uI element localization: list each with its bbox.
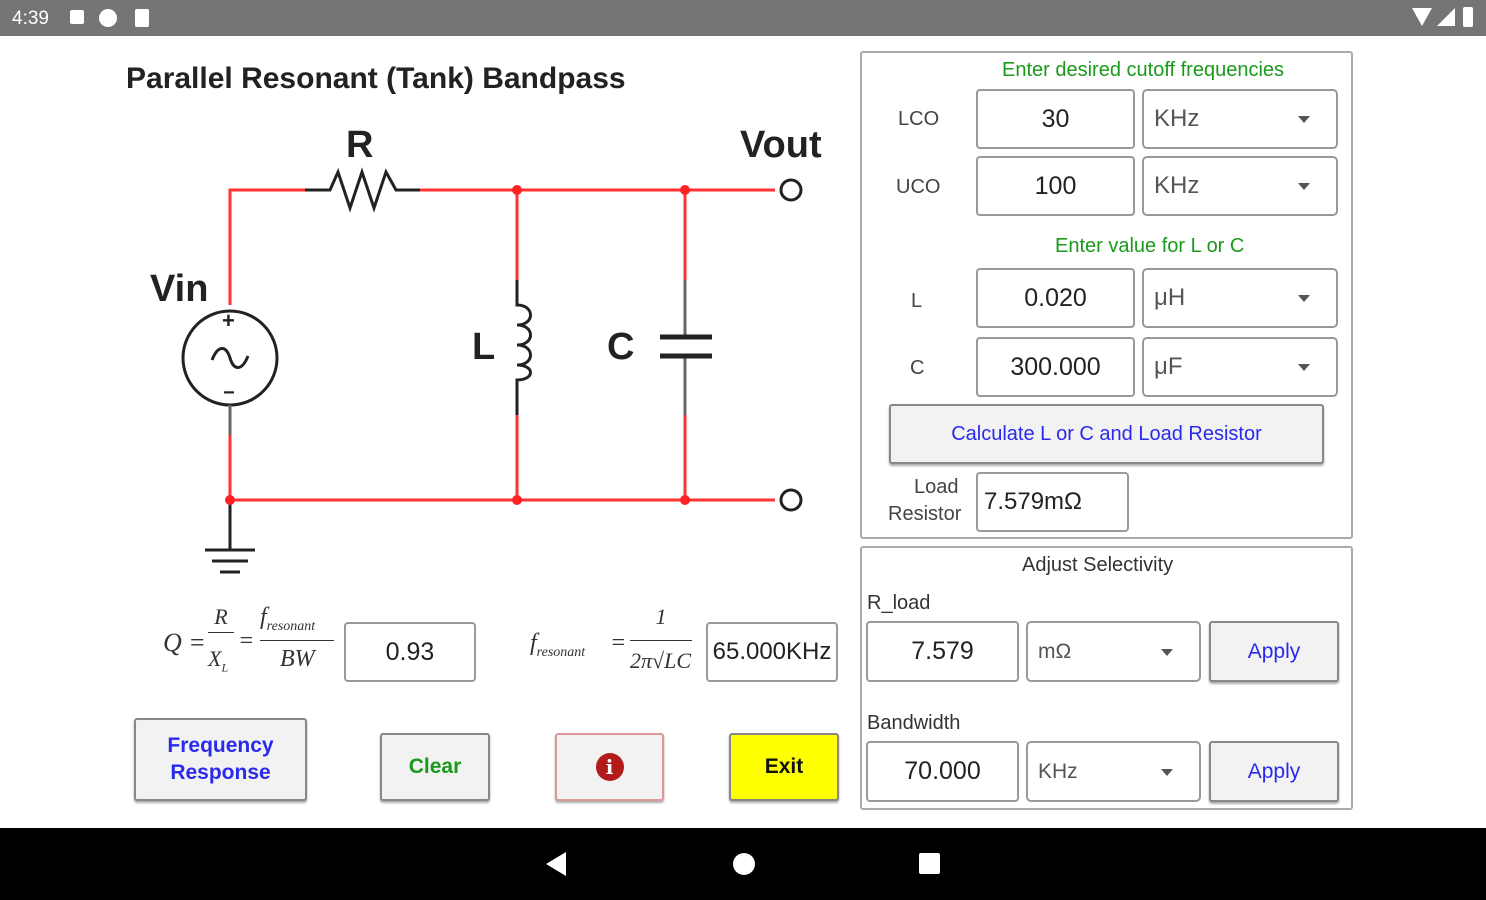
- q-bw: BW: [280, 646, 315, 672]
- selectivity-panel: [860, 546, 1353, 810]
- lco-unit-select[interactable]: KHz: [1142, 89, 1338, 149]
- chevron-down-icon: [1298, 295, 1310, 302]
- c-unit-select[interactable]: μF: [1142, 337, 1338, 397]
- q-value-field[interactable]: 0.93: [344, 622, 476, 682]
- uco-input[interactable]: 100: [976, 156, 1135, 216]
- inductor: [515, 280, 532, 415]
- c-input[interactable]: 300.000: [976, 337, 1135, 397]
- cutoff-header: Enter desired cutoff frequencies: [1002, 59, 1285, 81]
- status-time: 4:39: [12, 8, 49, 29]
- lc-header: Enter value for L or C: [1055, 235, 1245, 257]
- q-f: fresonant: [260, 604, 315, 635]
- vout-label: Vout: [740, 124, 822, 166]
- capacitor: [660, 334, 712, 359]
- calculate-button[interactable]: Calculate L or C and Load Resistor: [889, 404, 1324, 464]
- vout-terminal: [779, 178, 803, 202]
- wifi-icon: [1412, 8, 1432, 26]
- fres-den: 2π√LC: [630, 648, 692, 673]
- ground-terminal: [779, 488, 803, 512]
- load-resistor-field[interactable]: 7.579mΩ: [976, 472, 1129, 532]
- q-f-sub: resonant: [266, 618, 316, 634]
- inductor-label: L: [472, 326, 496, 368]
- home-icon[interactable]: [733, 853, 755, 875]
- fres-eq: =: [610, 630, 627, 656]
- apply-bandwidth-button[interactable]: Apply: [1209, 741, 1339, 802]
- resistor-label: R: [346, 124, 374, 166]
- q-f-text: f: [260, 604, 267, 630]
- chevron-down-icon: [1161, 768, 1173, 776]
- chevron-down-icon: [1298, 364, 1310, 371]
- l-unit: μH: [1154, 284, 1186, 311]
- uco-label: UCO: [896, 176, 941, 198]
- page-title: Parallel Resonant (Tank) Bandpass: [126, 62, 626, 95]
- bandwidth-input[interactable]: 70.000: [866, 741, 1019, 802]
- bandwidth-label: Bandwidth: [867, 712, 961, 734]
- uco-unit-select[interactable]: KHz: [1142, 156, 1338, 216]
- info-button[interactable]: i: [555, 733, 664, 801]
- bandwidth-unit: KHz: [1038, 759, 1078, 783]
- sine-icon: [210, 347, 250, 369]
- circuit-diagram: [181, 167, 803, 574]
- minus-sign: −: [223, 382, 235, 404]
- l-label: L: [911, 290, 923, 312]
- fres-value-field[interactable]: 65.000KHz: [706, 622, 838, 682]
- l-input[interactable]: 0.020: [976, 268, 1135, 328]
- notification-icon: [70, 10, 84, 24]
- fres-f: fresonant: [530, 630, 585, 661]
- exit-button[interactable]: Exit: [729, 733, 839, 801]
- bandwidth-unit-select[interactable]: KHz: [1026, 741, 1201, 802]
- lco-unit: KHz: [1154, 105, 1200, 132]
- l-unit-select[interactable]: μH: [1142, 268, 1338, 328]
- resistor: [305, 167, 420, 213]
- vin-label: Vin: [150, 268, 209, 310]
- chevron-down-icon: [1161, 648, 1173, 656]
- ground-icon: [205, 548, 255, 574]
- wire: [228, 188, 305, 305]
- signal-icon: [1437, 8, 1455, 26]
- q-xl: XL: [208, 646, 228, 675]
- fres-f-sub: resonant: [536, 644, 586, 660]
- battery-icon: [1463, 7, 1473, 27]
- info-icon: i: [595, 753, 624, 781]
- lco-label: LCO: [898, 108, 940, 130]
- sd-card-icon: [135, 9, 149, 27]
- chevron-down-icon: [1298, 116, 1310, 123]
- rload-unit-select[interactable]: mΩ: [1026, 621, 1201, 682]
- load-label-1: Load: [914, 476, 959, 498]
- lco-input[interactable]: 30: [976, 89, 1135, 149]
- q-eq: =: [238, 628, 255, 654]
- lc-panel: [860, 51, 1353, 539]
- capacitor-label: C: [607, 326, 635, 368]
- rload-input[interactable]: 7.579: [866, 621, 1019, 682]
- fres-num: 1: [655, 604, 667, 629]
- rload-label: R_load: [867, 592, 931, 614]
- app-notification-icon: [99, 9, 117, 27]
- frequency-response-button[interactable]: Frequency Response: [134, 718, 307, 801]
- chevron-down-icon: [1298, 183, 1310, 190]
- status-bar: 4:39: [0, 0, 1486, 36]
- q-xl-sub: L: [221, 660, 229, 675]
- plus-sign: +: [222, 308, 235, 333]
- recents-icon[interactable]: [919, 853, 940, 874]
- q-xl-text: X: [208, 646, 222, 671]
- rload-unit: mΩ: [1038, 639, 1072, 663]
- back-icon[interactable]: [546, 852, 566, 876]
- q-r: R: [214, 604, 228, 629]
- wire: [228, 435, 775, 502]
- clear-button[interactable]: Clear: [380, 733, 490, 801]
- c-label: C: [910, 357, 925, 379]
- load-label-2: Resistor: [888, 503, 962, 525]
- fres-f-text: f: [530, 630, 537, 656]
- apply-rload-button[interactable]: Apply: [1209, 621, 1339, 682]
- q-symbol: Q =: [163, 628, 206, 657]
- selectivity-header: Adjust Selectivity: [1022, 554, 1174, 576]
- navigation-bar: [0, 828, 1486, 900]
- c-unit: μF: [1154, 353, 1183, 380]
- uco-unit: KHz: [1154, 172, 1200, 199]
